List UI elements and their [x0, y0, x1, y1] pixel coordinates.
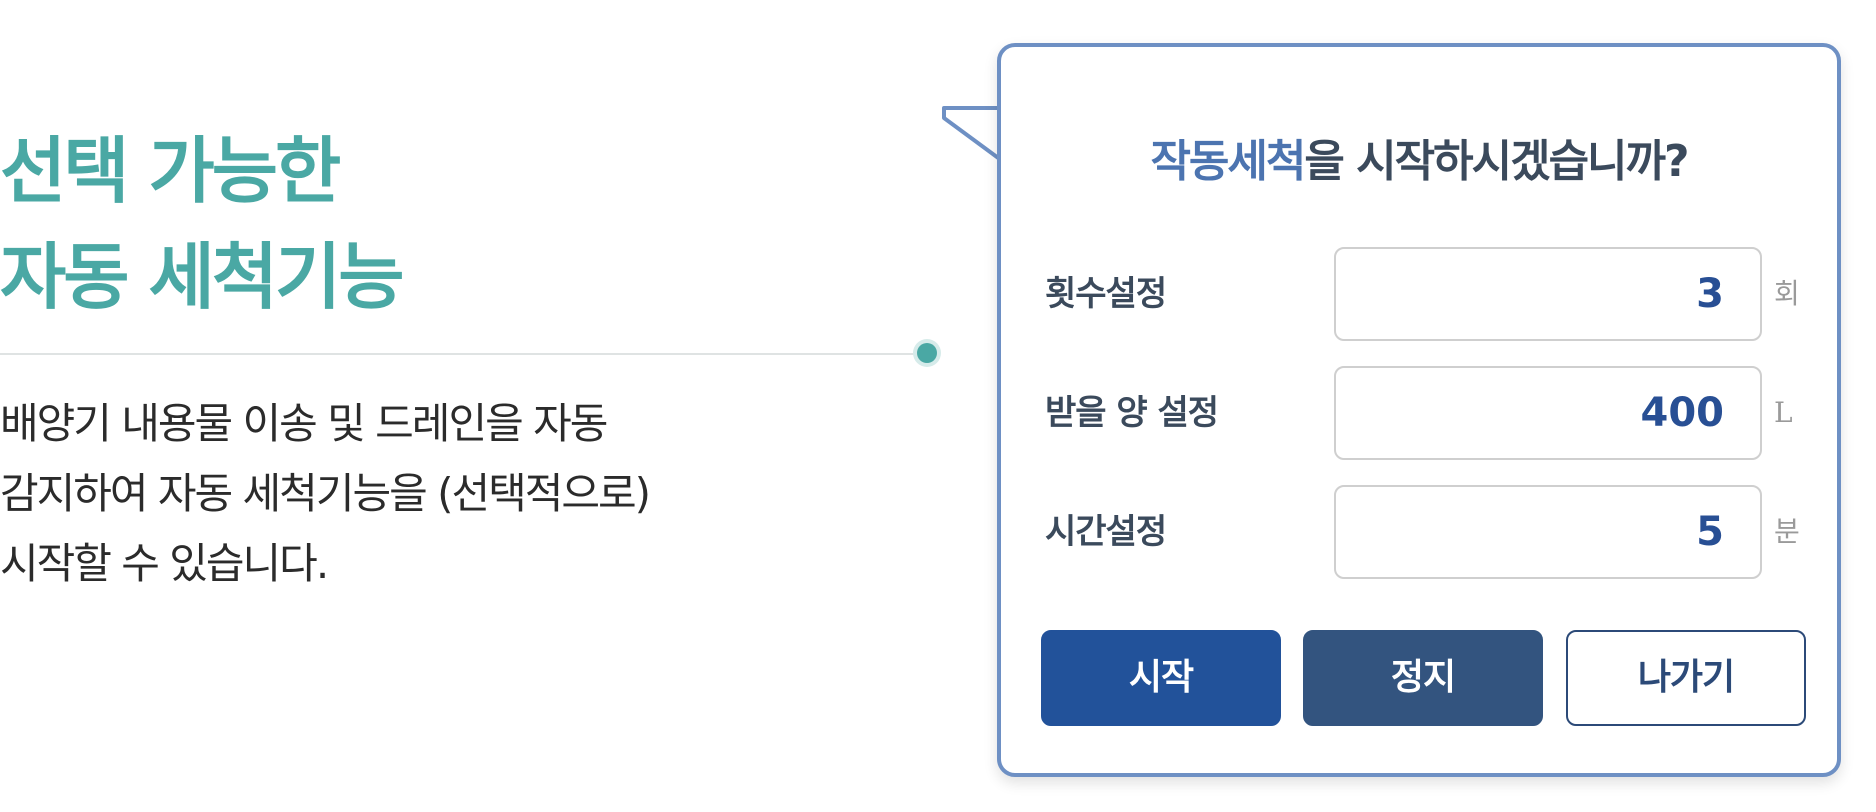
volume-input[interactable]: 400: [1334, 366, 1762, 460]
auto-wash-dialog: 작동세척을 시작하시겠습니까? 횟수설정 3 회 받을 양 설정 400 L 시…: [997, 43, 1841, 777]
dialog-title-accent: 작동세척: [1150, 136, 1306, 187]
field-label-volume: 받을 양 설정: [1045, 393, 1219, 433]
field-row-time: 시간설정 5 분: [1001, 485, 1837, 579]
field-row-count: 횟수설정 3 회: [1001, 247, 1837, 341]
description-line-2: 감지하여 자동 세척기능을 (선택적으로): [0, 469, 651, 518]
stop-button[interactable]: 정지: [1303, 630, 1543, 726]
count-input[interactable]: 3: [1334, 247, 1762, 341]
time-input[interactable]: 5: [1334, 485, 1762, 579]
count-unit: 회: [1774, 277, 1800, 310]
description-line-1: 배양기 내용물 이송 및 드레인을 자동: [0, 399, 608, 448]
divider-line: [0, 353, 922, 355]
time-unit: 분: [1774, 515, 1800, 548]
dialog-title-rest: 을 시작하시겠습니까?: [1304, 136, 1689, 187]
dialog-title: 작동세척을 시작하시겠습니까?: [1001, 125, 1837, 189]
start-button[interactable]: 시작: [1041, 630, 1281, 726]
feature-heading-line-1: 선택 가능한: [0, 129, 341, 213]
dialog-pointer-tail: [942, 106, 1003, 162]
divider-dot: [917, 343, 937, 363]
feature-heading-line-2: 자동 세척기능: [0, 235, 405, 319]
description-line-3: 시작할 수 있습니다.: [0, 539, 329, 588]
feature-heading: 선택 가능한 자동 세척기능: [0, 118, 405, 330]
feature-description: 배양기 내용물 이송 및 드레인을 자동 감지하여 자동 세척기능을 (선택적으…: [0, 389, 651, 599]
field-label-count: 횟수설정: [1045, 274, 1167, 314]
exit-button[interactable]: 나가기: [1566, 630, 1806, 726]
field-label-time: 시간설정: [1045, 512, 1167, 552]
field-row-volume: 받을 양 설정 400 L: [1001, 366, 1837, 460]
volume-unit: L: [1774, 396, 1793, 429]
